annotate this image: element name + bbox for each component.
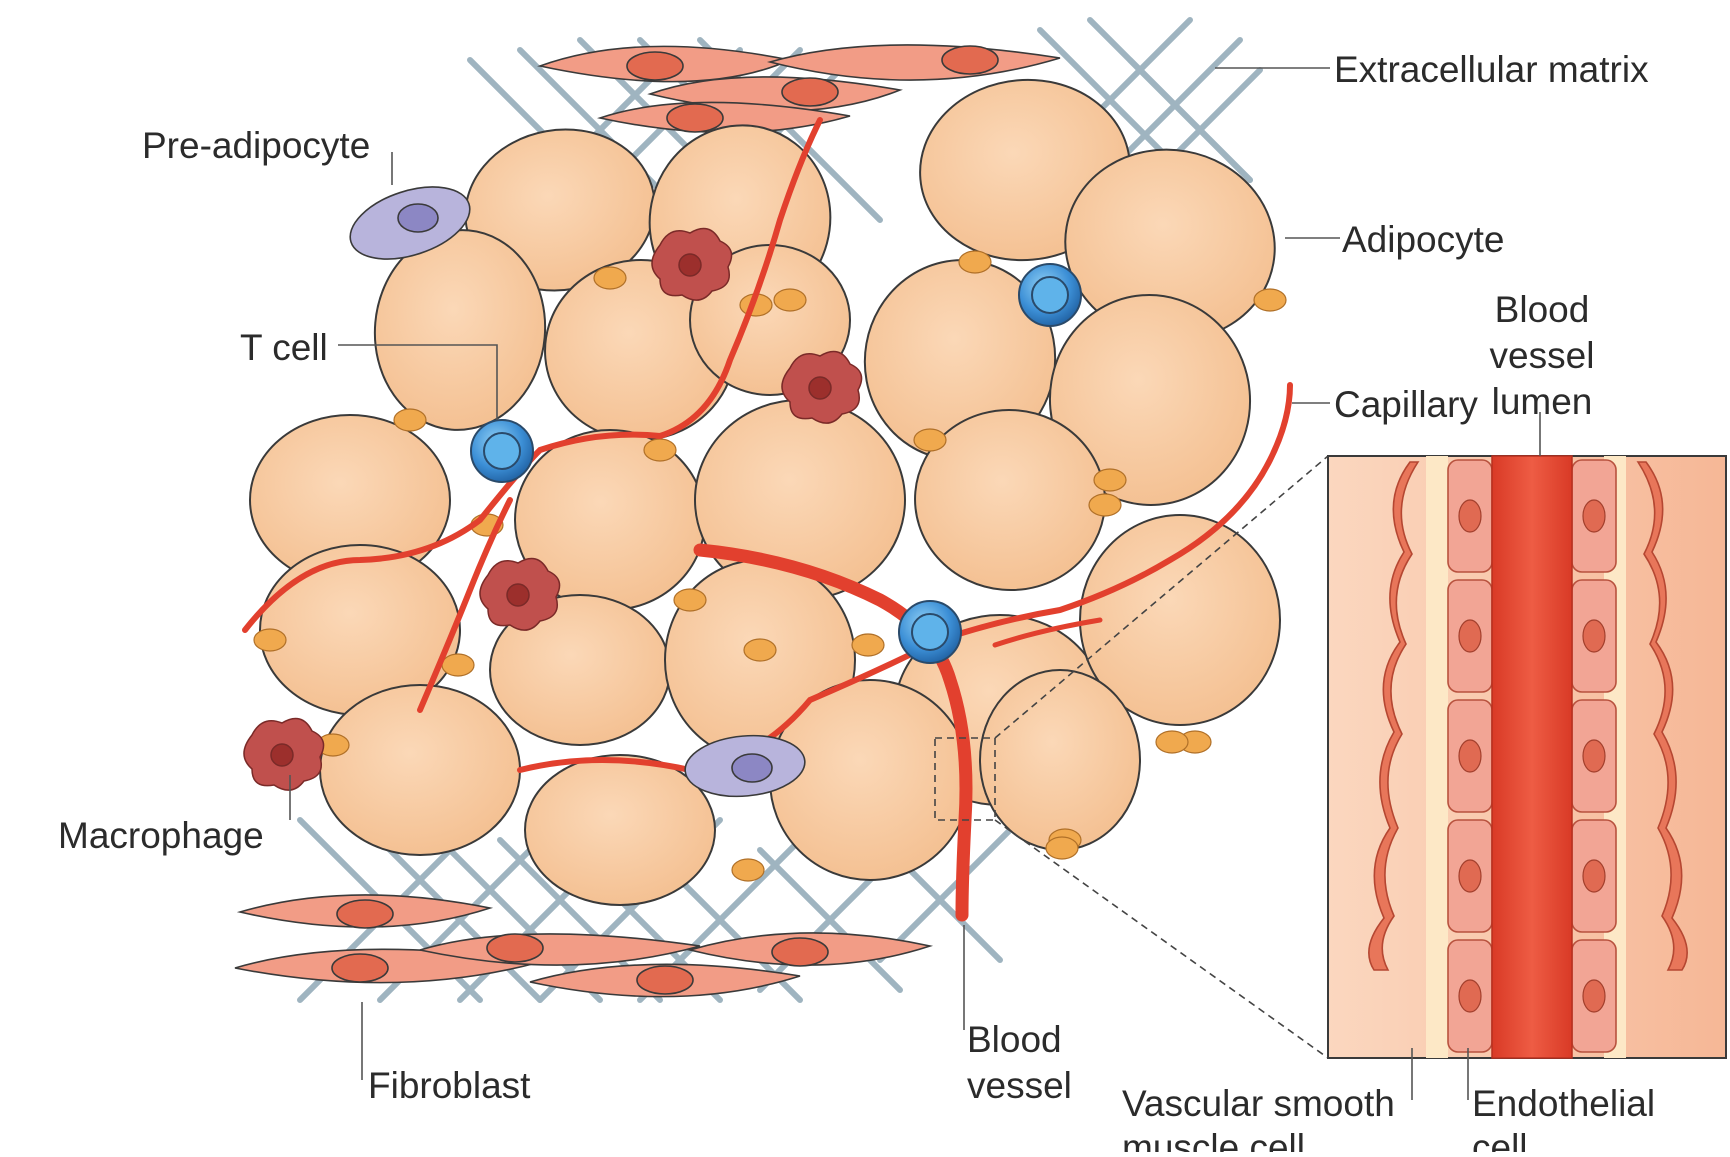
- adipocyte-nucleus: [774, 289, 806, 311]
- label-blood-vessel-2: vessel: [967, 1065, 1072, 1106]
- endothelial-nucleus: [1459, 740, 1481, 772]
- label-extracellular-matrix: Extracellular matrix: [1334, 49, 1649, 90]
- endothelial-nucleus: [1459, 980, 1481, 1012]
- fibroblasts-bottom: [235, 895, 930, 997]
- label-blood-vessel-1: Blood: [967, 1019, 1062, 1060]
- adipocyte-nucleus: [852, 634, 884, 656]
- label-t-cell: T cell: [240, 327, 328, 368]
- label-adipocyte: Adipocyte: [1342, 219, 1505, 260]
- endothelial-nucleus: [1459, 860, 1481, 892]
- adipocyte-nucleus: [594, 267, 626, 289]
- label-vascular-smooth-muscle-cell-2: muscle cell: [1122, 1127, 1305, 1152]
- label-vascular-smooth-muscle-cell-1: Vascular smooth: [1122, 1083, 1395, 1124]
- label-blood-vessel-lumen-1: Blood: [1495, 289, 1590, 330]
- endothelial-nucleus: [1583, 980, 1605, 1012]
- adipocyte-nucleus: [442, 654, 474, 676]
- adipocyte-nucleus: [254, 629, 286, 651]
- endothelial-nucleus: [1583, 740, 1605, 772]
- adipocyte-nucleus: [959, 251, 991, 273]
- label-pre-adipocyte: Pre-adipocyte: [142, 125, 370, 166]
- blood-vessel-detail-panel: [1328, 456, 1726, 1058]
- label-blood-vessel-lumen-3: lumen: [1492, 381, 1593, 422]
- adipocyte-nucleus: [1089, 494, 1121, 516]
- vessel-lumen: [1492, 456, 1572, 1058]
- adipocyte-nucleus: [914, 429, 946, 451]
- adipocyte-nucleus: [394, 409, 426, 431]
- adipocyte-nucleus: [732, 859, 764, 881]
- adipocyte: [980, 670, 1140, 850]
- label-fibroblast: Fibroblast: [368, 1065, 531, 1106]
- adipocyte-nucleus: [1046, 837, 1078, 859]
- adipocyte-nucleus: [744, 639, 776, 661]
- endothelial-nucleus: [1459, 500, 1481, 532]
- adipocyte-nucleus: [644, 439, 676, 461]
- endothelial-nucleus: [1459, 620, 1481, 652]
- adipocyte-nucleus: [674, 589, 706, 611]
- adipocyte-nucleus: [1254, 289, 1286, 311]
- adipocyte-nucleus: [1156, 731, 1188, 753]
- endothelial-nucleus: [1583, 860, 1605, 892]
- label-blood-vessel-lumen-2: vessel: [1490, 335, 1595, 376]
- label-macrophage: Macrophage: [58, 815, 264, 856]
- adipocyte-nucleus: [1094, 469, 1126, 491]
- label-endothelial-cell-1: Endothelial: [1472, 1083, 1655, 1124]
- endothelial-nucleus: [1583, 500, 1605, 532]
- label-endothelial-cell-2: cell: [1472, 1127, 1528, 1152]
- endothelial-nucleus: [1583, 620, 1605, 652]
- label-capillary: Capillary: [1334, 384, 1478, 425]
